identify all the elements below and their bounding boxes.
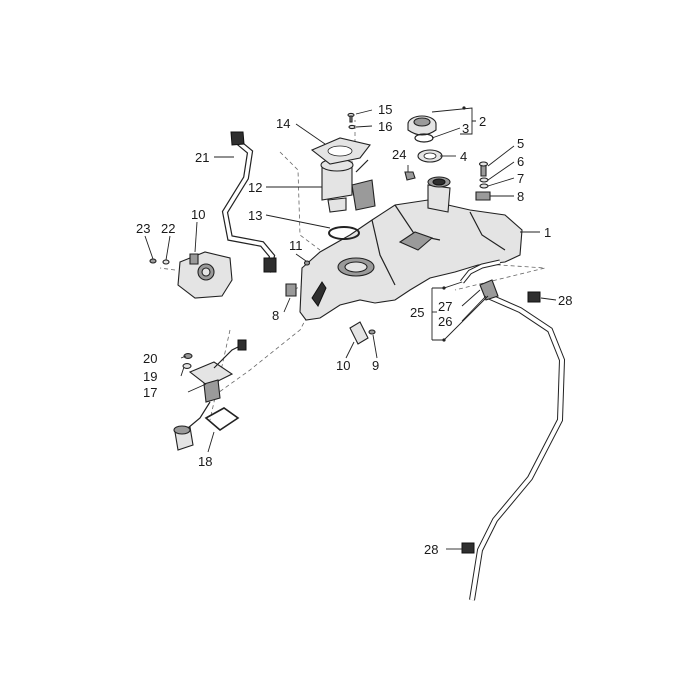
callout-20: 20 [143,351,157,366]
callout-12: 12 [248,180,262,195]
callout-10-lower: 10 [336,358,350,373]
washer-22 [162,259,170,265]
level-sender [173,339,247,451]
clip-upper [475,191,491,201]
callout-27: 27 [438,299,452,314]
screw-20 [183,353,193,359]
fuel-tank [299,199,523,321]
check-valve [479,279,499,301]
callout-26: 26 [438,314,452,329]
callout-2: 2 [479,114,486,129]
callout-15: 15 [378,102,392,117]
callout-14: 14 [276,116,290,131]
callout-1: 1 [544,225,551,240]
callout-13: 13 [248,208,262,223]
pump-flange [310,137,371,165]
tank-screw [478,161,489,177]
hose-clamp-upper [527,291,541,303]
neck-ring [417,149,443,163]
callout-8-lower: 8 [272,308,279,323]
callout-labels: 1 2 3 4 5 6 7 8 8 9 10 10 11 12 13 14 15… [136,102,572,557]
callout-23: 23 [136,221,150,236]
pump-o-ring [328,226,360,240]
callout-16: 16 [378,119,392,134]
callout-4: 4 [460,149,467,164]
clip-lower [285,283,297,297]
callout-24: 24 [392,147,406,162]
callout-7: 7 [517,171,524,186]
hose-clamp-lower [461,542,475,554]
callout-9: 9 [372,358,379,373]
fuel-pump [320,158,376,213]
leader-lines [144,106,557,550]
hose-clip-10 [189,253,199,265]
callout-22: 22 [161,221,175,236]
fuel-cap [407,115,437,136]
callout-10-upper: 10 [191,207,205,222]
callout-28-lower: 28 [424,542,438,557]
bolt-9 [368,329,376,335]
callout-28-upper: 28 [558,293,572,308]
callout-17: 17 [143,385,157,400]
callout-8-upper: 8 [517,189,524,204]
callout-6: 6 [517,154,524,169]
washer-upper [479,177,489,183]
sender-gasket [204,407,240,432]
filler-neck [427,176,451,213]
screw-11 [303,260,311,266]
washer-lower [479,183,489,189]
hose-fitting-lower [349,321,369,345]
callout-25: 25 [410,305,424,320]
bolt-23 [149,258,157,264]
callout-21: 21 [195,150,209,165]
washer-16 [348,124,356,130]
nut-24 [404,171,416,181]
callout-18: 18 [198,454,212,469]
screw-15 [347,112,355,123]
callout-11: 11 [289,238,303,253]
callout-3: 3 [462,121,469,136]
vent-hose [460,259,566,601]
fuel-hose [221,131,277,273]
callout-5: 5 [517,136,524,151]
callout-19: 19 [143,369,157,384]
nut-19 [182,363,192,369]
